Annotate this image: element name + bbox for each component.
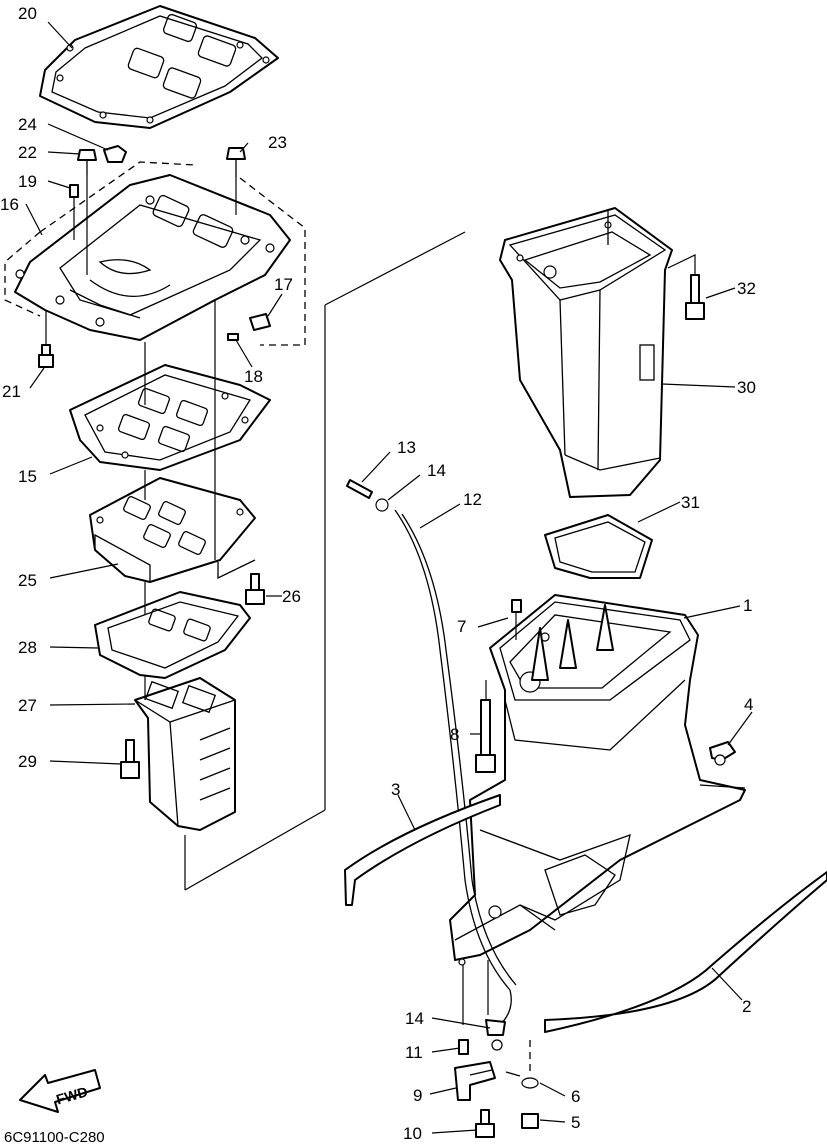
part-19-pin[interactable] <box>69 184 79 240</box>
part-6-washer[interactable] <box>505 1071 539 1089</box>
callout-11: 11 <box>405 1043 423 1062</box>
callout-31: 31 <box>681 493 700 512</box>
part-7-pin[interactable] <box>511 599 522 640</box>
callout-10: 10 <box>403 1124 422 1143</box>
callout-7: 7 <box>457 617 466 636</box>
part-1-lower-casing[interactable] <box>449 594 746 966</box>
callout-25: 25 <box>18 571 37 590</box>
leader-lines <box>25 21 753 1134</box>
part-17-bolt[interactable] <box>249 313 271 331</box>
callout-14-lower: 14 <box>405 1009 424 1028</box>
part-31-seal[interactable] <box>544 514 653 579</box>
callout-24: 24 <box>18 115 37 134</box>
part-3-rubber-seal[interactable] <box>344 794 501 906</box>
callout-30: 30 <box>737 378 756 397</box>
part-10-bolt[interactable] <box>475 1109 495 1138</box>
callout-8: 8 <box>450 725 459 744</box>
part-22-bolt[interactable] <box>77 149 97 275</box>
part-13-nipple[interactable] <box>346 479 373 499</box>
part-30-oil-pan[interactable] <box>499 207 673 498</box>
part-15-gasket[interactable] <box>69 364 271 471</box>
callout-5: 5 <box>571 1113 580 1132</box>
callout-19: 19 <box>18 172 37 191</box>
part-25-plate[interactable] <box>89 477 256 583</box>
callout-28: 28 <box>18 638 37 657</box>
part-18-pin[interactable] <box>227 333 239 341</box>
part-24-fitting[interactable] <box>103 145 127 163</box>
callout-6: 6 <box>571 1087 580 1106</box>
callout-3: 3 <box>391 780 400 799</box>
callout-20: 20 <box>18 4 37 23</box>
callout-18: 18 <box>244 367 263 386</box>
callout-14-upper: 14 <box>427 461 446 480</box>
part-2-rubber-seal[interactable] <box>544 871 827 1033</box>
part-8-bolt[interactable] <box>475 680 496 773</box>
callout-23: 23 <box>268 133 287 152</box>
callout-13: 13 <box>397 438 416 457</box>
callout-12: 12 <box>463 490 482 509</box>
callout-26: 26 <box>282 587 301 606</box>
part-27-exhaust-manifold[interactable] <box>134 677 326 891</box>
callout-21: 21 <box>2 382 21 401</box>
callout-9: 9 <box>413 1086 422 1105</box>
callout-4: 4 <box>744 695 753 714</box>
callout-17: 17 <box>274 275 293 294</box>
part-14-clip-lower[interactable] <box>485 1019 506 1051</box>
part-28-gasket[interactable] <box>94 591 251 679</box>
fwd-arrow-icon <box>19 1069 101 1113</box>
part-29-bolt[interactable] <box>120 739 140 779</box>
part-16-exhaust-guide[interactable] <box>4 161 306 346</box>
part-32-bolt[interactable] <box>667 254 705 320</box>
callout-27: 27 <box>18 696 37 715</box>
part-21-bolt[interactable] <box>38 310 54 368</box>
callout-16: 16 <box>0 195 19 214</box>
part-23-bolt[interactable] <box>226 147 246 215</box>
part-14-clip-upper[interactable] <box>375 498 389 512</box>
callout-1: 1 <box>743 596 752 615</box>
part-4-plug[interactable] <box>709 741 736 766</box>
callout-22: 22 <box>18 143 37 162</box>
callout-15: 15 <box>18 467 37 486</box>
callout-2: 2 <box>742 997 751 1016</box>
part-26-bolt[interactable] <box>217 559 265 605</box>
part-9-joint[interactable] <box>454 1061 496 1101</box>
callout-29: 29 <box>18 752 37 771</box>
part-20-gasket[interactable] <box>39 5 279 129</box>
diagram-code: 6C91100-C280 <box>4 1129 105 1145</box>
callout-labels: 20 24 22 19 16 23 17 18 21 15 25 26 28 2… <box>0 4 756 1143</box>
part-11-pin[interactable] <box>458 1039 469 1055</box>
part-5-nut[interactable] <box>521 1113 539 1129</box>
callout-32: 32 <box>737 279 756 298</box>
